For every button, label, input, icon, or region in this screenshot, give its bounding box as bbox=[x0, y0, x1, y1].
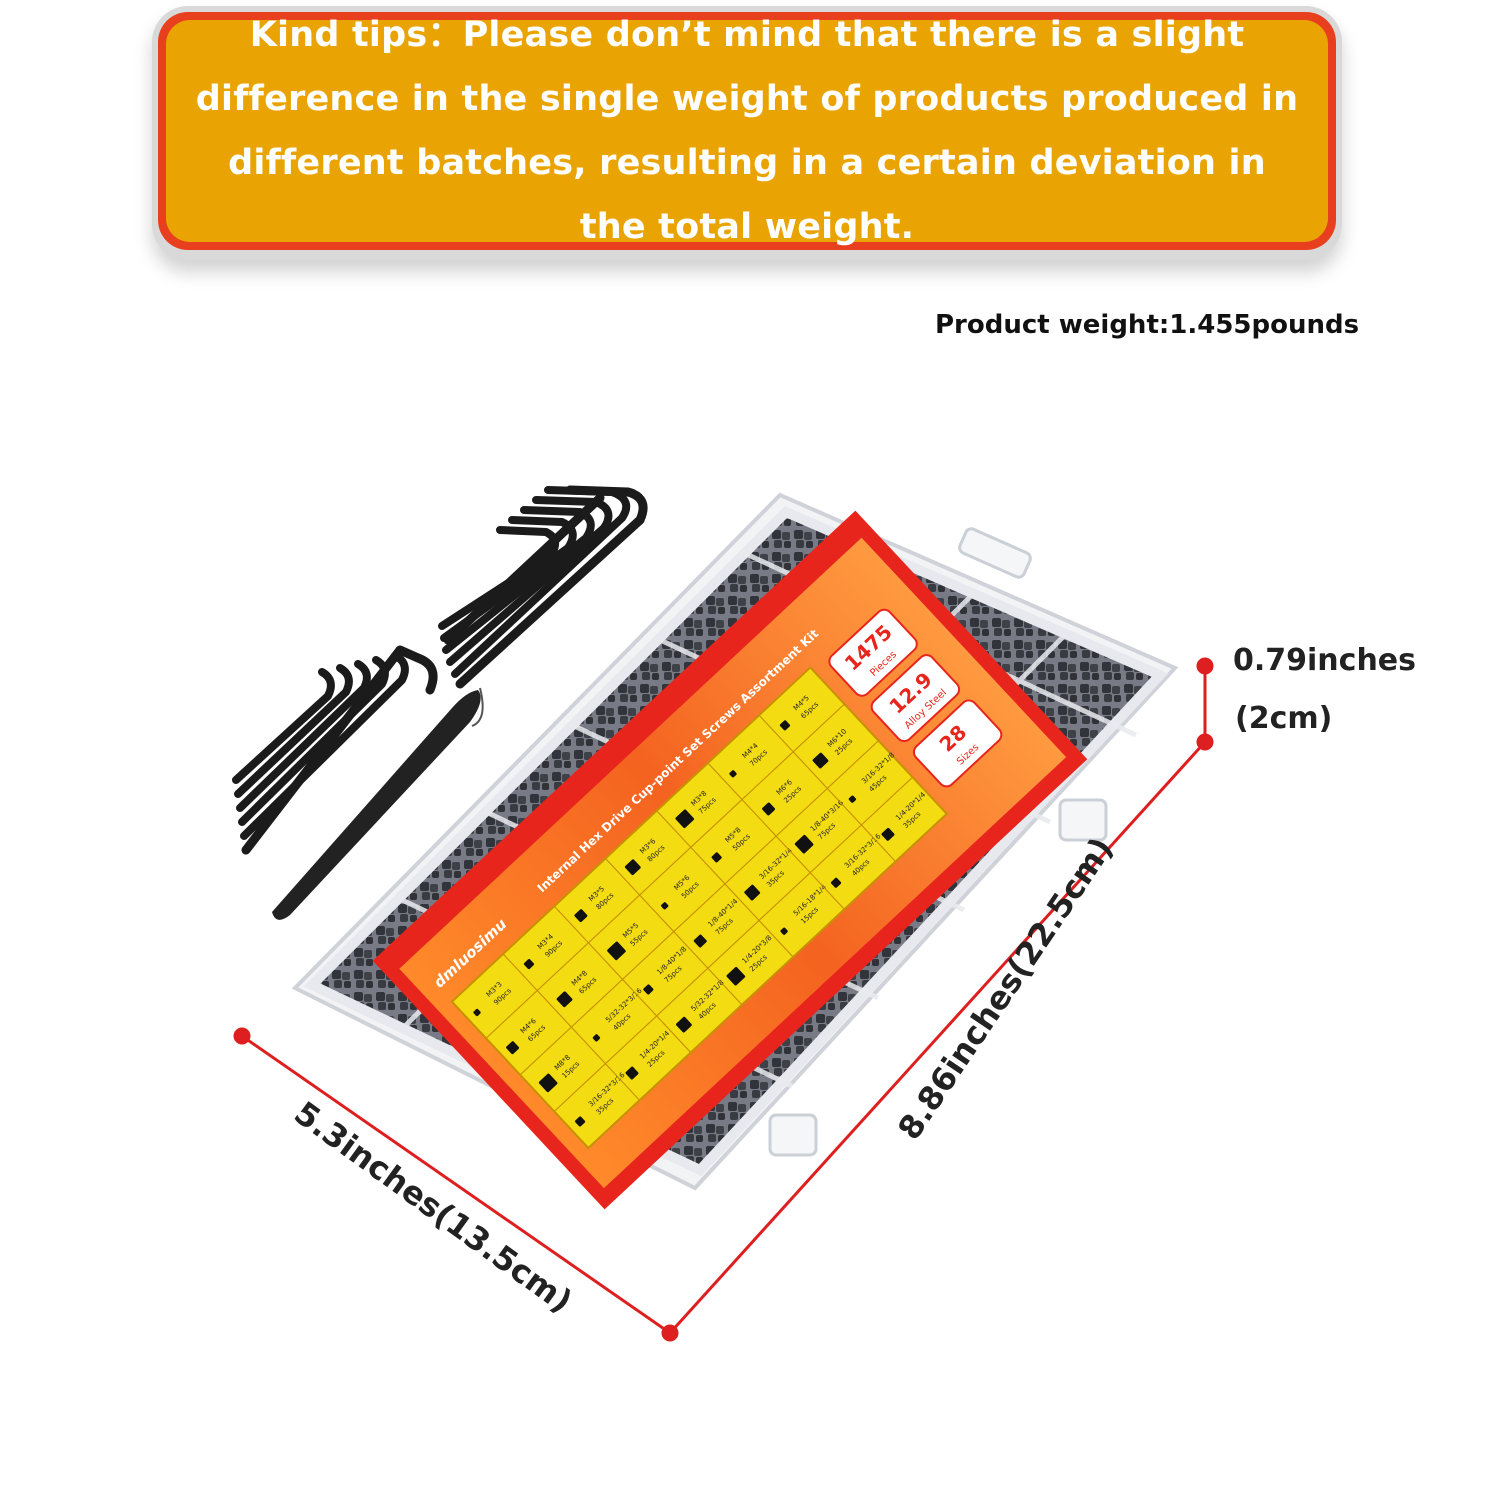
hex-keys-small bbox=[232, 645, 438, 855]
banner-orange-panel: Kind tips：Please don’t mind that there i… bbox=[166, 15, 1328, 247]
set-screw-icon bbox=[779, 720, 790, 731]
set-screw-icon bbox=[607, 941, 626, 961]
set-screw-icon bbox=[574, 909, 588, 923]
set-screw-icon bbox=[881, 827, 895, 841]
set-screw-icon bbox=[506, 1041, 520, 1055]
set-screw-icon bbox=[675, 809, 695, 829]
set-screw-icon bbox=[592, 1034, 601, 1042]
width-line bbox=[241, 1034, 671, 1335]
height-dot-top bbox=[1196, 657, 1214, 675]
dimension-lines bbox=[233, 657, 1214, 1342]
length-line bbox=[668, 740, 1207, 1335]
hex-keys-large bbox=[438, 485, 648, 689]
set-screw-icon bbox=[848, 795, 857, 803]
banner-red-frame: Kind tips：Please don’t mind that there i… bbox=[158, 12, 1336, 250]
set-screw-icon bbox=[538, 1073, 558, 1093]
set-screw-icon bbox=[575, 1116, 586, 1127]
kind-tips-text: Kind tips：Please don’t mind that there i… bbox=[195, 15, 1299, 247]
set-screw-icon bbox=[473, 1008, 481, 1017]
set-screw-icon bbox=[729, 770, 737, 778]
set-screw-icon bbox=[780, 927, 788, 935]
set-screw-icon bbox=[676, 1016, 692, 1033]
height-inches-label: 0.79inches bbox=[1233, 643, 1416, 678]
set-screw-icon bbox=[643, 984, 654, 995]
set-screw-icon bbox=[711, 852, 722, 863]
set-screw-icon bbox=[693, 934, 707, 948]
tweezers bbox=[272, 687, 484, 920]
kind-tips-banner: Kind tips：Please don’t mind that there i… bbox=[152, 6, 1342, 260]
width-dot bbox=[233, 1027, 251, 1045]
product-weight: Product weight:1.455pounds bbox=[935, 310, 1360, 340]
set-screw-icon bbox=[831, 877, 842, 888]
set-screw-icon bbox=[661, 902, 669, 910]
set-screw-icon bbox=[556, 991, 573, 1008]
set-screw-icon bbox=[794, 834, 814, 854]
label-cell-border bbox=[860, 776, 948, 863]
set-screw-icon bbox=[744, 884, 761, 901]
set-screw-icon bbox=[726, 966, 746, 986]
set-screw-icon bbox=[762, 802, 776, 816]
set-screw-icon bbox=[812, 752, 829, 769]
box-label: M3*390pcsM3*490pcsM3*580pcsM3*680pcsM3*8… bbox=[372, 510, 1088, 1210]
set-screw-icon bbox=[624, 859, 641, 876]
set-screw-icon bbox=[523, 959, 534, 970]
set-screw-icon bbox=[625, 1066, 639, 1080]
height-cm-label: (2cm) bbox=[1235, 701, 1332, 736]
